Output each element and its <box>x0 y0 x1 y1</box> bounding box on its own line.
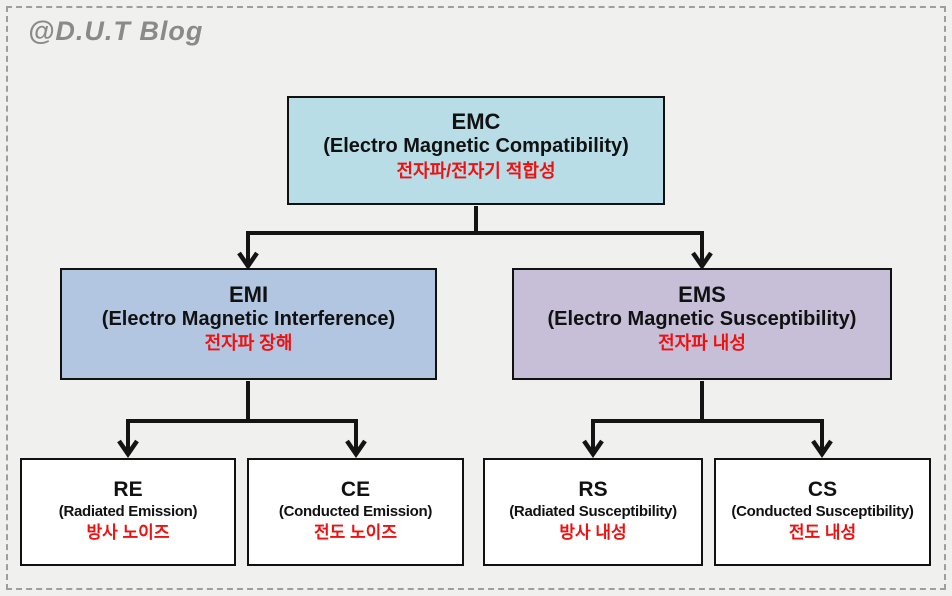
node-ems-subtitle: (Electro Magnetic Susceptibility) <box>547 307 857 330</box>
node-rs-title: RS <box>578 478 608 501</box>
node-ce-subtitle: (Conducted Emission) <box>278 502 433 520</box>
node-ems: EMS (Electro Magnetic Susceptibility) 전자… <box>512 268 892 380</box>
node-emi: EMI (Electro Magnetic Interference) 전자파 … <box>60 268 437 380</box>
node-re-korean-label: 방사 노이즈 <box>86 523 170 543</box>
node-ems-title: EMS <box>678 281 726 307</box>
node-cs-subtitle: (Conducted Susceptibility) <box>731 502 914 520</box>
node-emi-korean-label: 전자파 장해 <box>204 333 293 354</box>
node-emc-title: EMC <box>451 109 501 135</box>
node-emi-subtitle: (Electro Magnetic Interference) <box>101 307 396 330</box>
node-cs-korean-label: 전도 내성 <box>788 523 857 543</box>
node-ce: CE (Conducted Emission) 전도 노이즈 <box>247 458 464 566</box>
node-re-title: RE <box>113 478 143 501</box>
node-rs-subtitle: (Radiated Susceptibility) <box>509 502 677 520</box>
node-re: RE (Radiated Emission) 방사 노이즈 <box>20 458 236 566</box>
node-ce-title: CE <box>340 478 371 501</box>
node-rs-korean-label: 방사 내성 <box>559 523 627 543</box>
node-emc-korean-label: 전자파/전자기 적합성 <box>396 160 556 181</box>
watermark-text: @D.U.T Blog <box>28 16 204 46</box>
node-cs: CS (Conducted Susceptibility) 전도 내성 <box>714 458 931 566</box>
node-ems-korean-label: 전자파 내성 <box>658 333 746 354</box>
node-rs: RS (Radiated Susceptibility) 방사 내성 <box>483 458 703 566</box>
node-cs-title: CS <box>807 478 838 501</box>
node-emc-subtitle: (Electro Magnetic Compatibility) <box>323 135 629 158</box>
node-ce-korean-label: 전도 노이즈 <box>314 523 397 543</box>
node-emc: EMC (Electro Magnetic Compatibility) 전자파… <box>287 96 665 205</box>
node-emi-title: EMI <box>228 281 269 307</box>
node-re-subtitle: (Radiated Emission) <box>58 502 198 520</box>
